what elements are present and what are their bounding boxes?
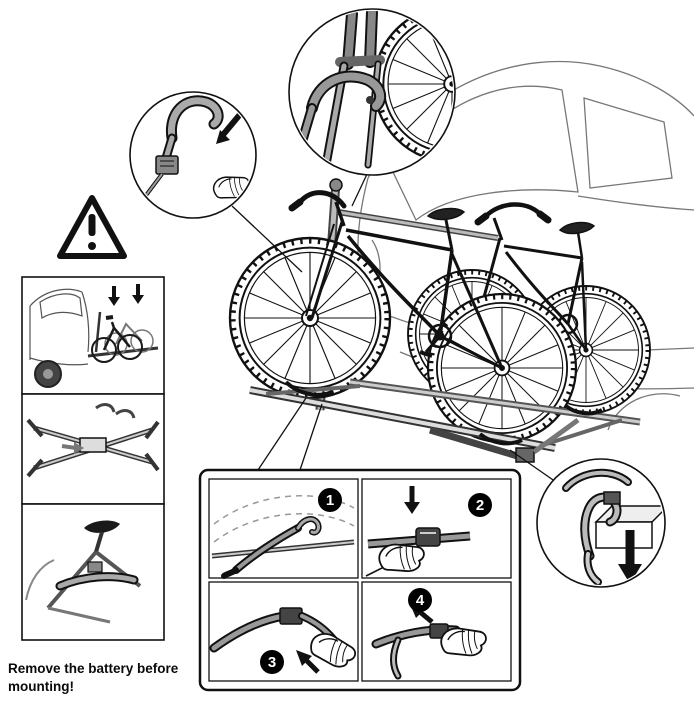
step-3-art <box>209 607 360 674</box>
leader-lines <box>231 171 557 483</box>
bike-rear <box>406 202 652 416</box>
step-badge-4: 4 <box>408 588 432 612</box>
step-2-art <box>365 486 471 577</box>
step-badge-3: 3 <box>260 650 284 674</box>
step-badge-2: 2 <box>468 493 492 517</box>
step-badge-1: 1 <box>318 488 342 512</box>
rack-rails <box>249 378 641 463</box>
panel-frame-arm <box>21 503 165 641</box>
step-4-art <box>371 604 489 680</box>
bike-front <box>230 190 576 442</box>
steps-panel <box>198 468 522 692</box>
callout-hitch-strap <box>536 458 666 588</box>
battery-note: Remove the battery before mounting! <box>8 661 179 695</box>
callout-hook-arm <box>129 91 257 219</box>
callout-fork-clamp <box>288 8 456 176</box>
panel-rack-folded <box>21 393 165 505</box>
warning-triangle-icon <box>57 195 127 259</box>
step-1-art <box>211 495 355 579</box>
panel-car-rack-overview <box>21 276 165 395</box>
step-1-cell <box>208 478 359 579</box>
